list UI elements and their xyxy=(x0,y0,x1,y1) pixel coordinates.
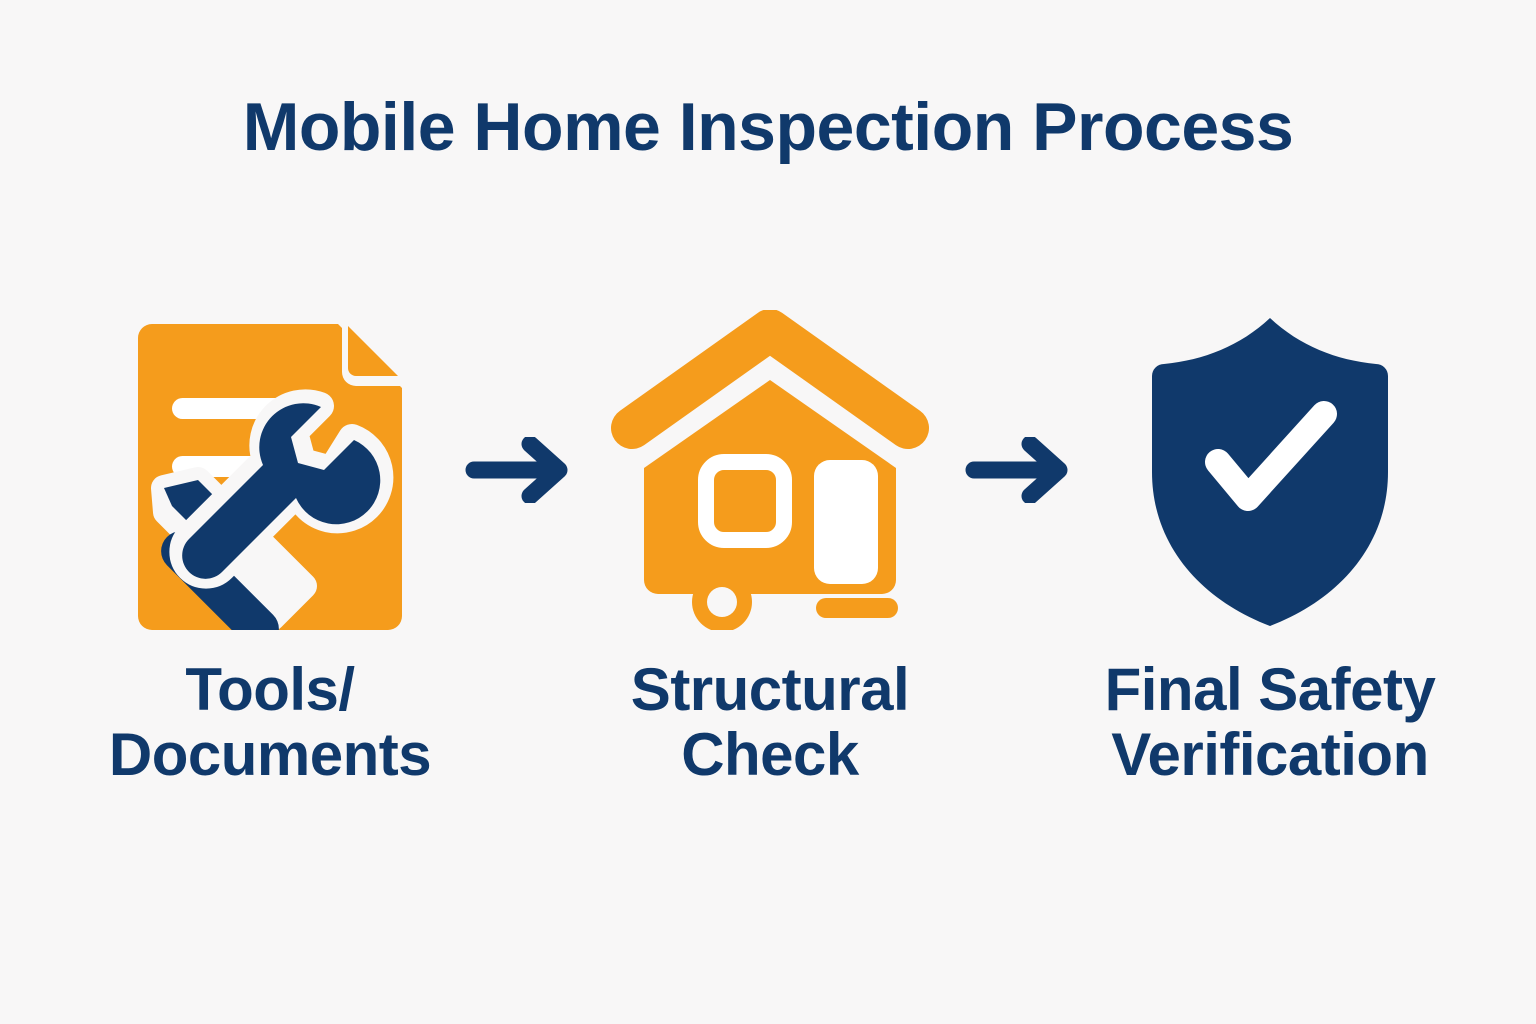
document-with-tools-icon xyxy=(100,300,440,640)
process-step-label: Structural Check xyxy=(630,656,910,788)
flow-arrow-2 xyxy=(955,300,1085,640)
process-step-structural-check[interactable]: Structural Check xyxy=(600,300,940,788)
process-step-final-safety-verification[interactable]: Final Safety Verification xyxy=(1100,300,1440,788)
process-step-label: Final Safety Verification xyxy=(1104,656,1436,788)
flow-arrow-1 xyxy=(455,300,585,640)
process-flow: Tools/ Documents xyxy=(100,300,1440,860)
page-title: Mobile Home Inspection Process xyxy=(242,89,1294,165)
shield-check-icon xyxy=(1100,300,1440,640)
process-step-label: Tools/ Documents xyxy=(108,656,432,788)
mobile-home-icon xyxy=(600,300,940,640)
process-step-tools-documents[interactable]: Tools/ Documents xyxy=(100,300,440,788)
